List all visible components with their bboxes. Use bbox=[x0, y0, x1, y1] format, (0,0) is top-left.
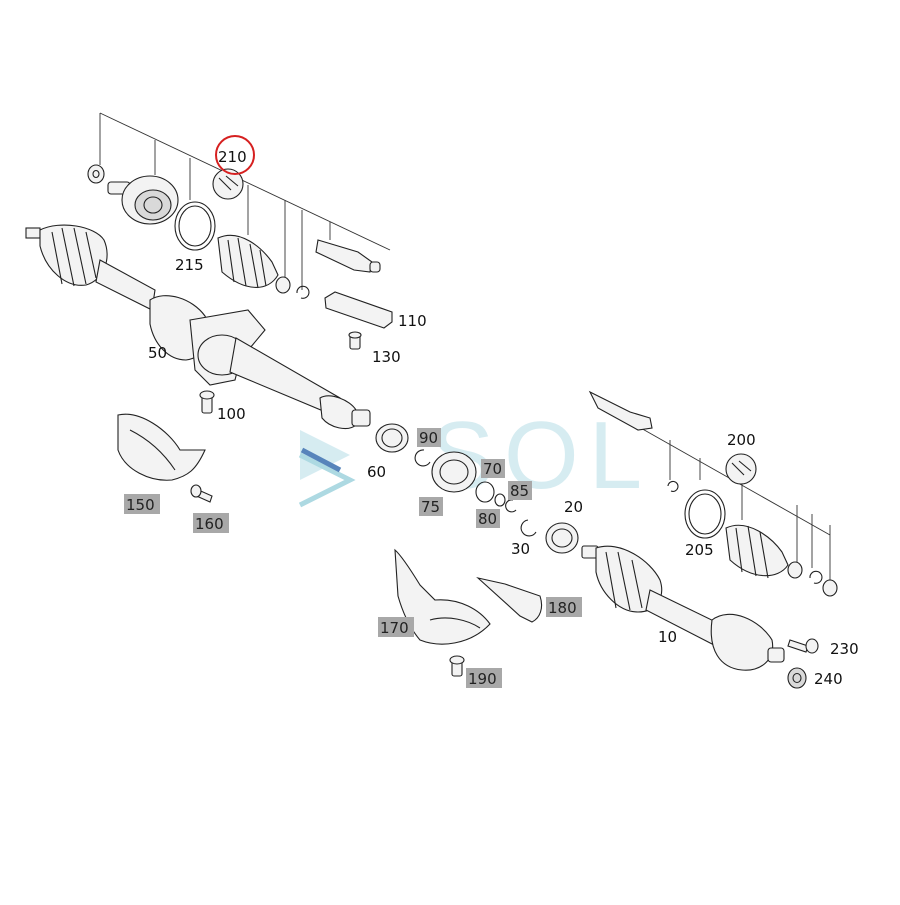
callout-50: 50 bbox=[148, 344, 167, 362]
callout-160: 160 bbox=[195, 515, 224, 533]
callout-80: 80 bbox=[478, 510, 497, 528]
small-clamp-part-right bbox=[787, 561, 838, 597]
bearing-part-75 bbox=[431, 451, 477, 493]
bolt-part-100 bbox=[199, 390, 215, 414]
callout-200: 200 bbox=[727, 431, 756, 449]
callout-190: 190 bbox=[468, 670, 497, 688]
callout-30: 30 bbox=[511, 540, 530, 558]
small-clip-part-right bbox=[667, 480, 679, 492]
clip-part-85 bbox=[505, 499, 517, 513]
seal-ring-part-20 bbox=[545, 522, 579, 554]
o-ring-part-80 bbox=[494, 493, 506, 507]
clamp-ring-part-205 bbox=[684, 489, 726, 539]
grease-tube-part bbox=[315, 239, 381, 273]
callout-labels: 210 215 110 130 50 100 90 60 70 85 75 80… bbox=[124, 148, 859, 688]
callout-90: 90 bbox=[419, 429, 438, 447]
snap-ring-part-30 bbox=[520, 519, 537, 537]
callout-150: 150 bbox=[126, 496, 155, 514]
callout-70: 70 bbox=[483, 460, 502, 478]
callout-205: 205 bbox=[685, 541, 714, 559]
callout-215: 215 bbox=[175, 256, 204, 274]
boot-part bbox=[217, 234, 279, 289]
bolt-part-130 bbox=[348, 331, 362, 350]
callout-240: 240 bbox=[814, 670, 843, 688]
callout-110: 110 bbox=[398, 312, 427, 330]
bolt-part-190 bbox=[449, 655, 465, 677]
snap-ring-part-90 bbox=[414, 449, 431, 467]
callout-170: 170 bbox=[380, 619, 409, 637]
callout-230: 230 bbox=[830, 640, 859, 658]
callout-20: 20 bbox=[564, 498, 583, 516]
right-drive-shaft-part bbox=[581, 545, 785, 671]
bolt-part-230 bbox=[787, 638, 819, 654]
inner-cv-joint-part bbox=[107, 175, 179, 225]
bracket-part-180 bbox=[476, 577, 543, 623]
seal-ring-part-60 bbox=[375, 423, 409, 453]
grease-tube-icon-210 bbox=[212, 168, 244, 200]
callout-85: 85 bbox=[510, 482, 529, 500]
boot-part-right bbox=[725, 524, 789, 579]
callout-180: 180 bbox=[548, 599, 577, 617]
o-ring-part-70 bbox=[475, 481, 495, 503]
bolt-part-160 bbox=[190, 484, 213, 503]
left-drive-shaft-part bbox=[25, 224, 371, 430]
small-clamp-part bbox=[275, 276, 310, 299]
callout-60: 60 bbox=[367, 463, 386, 481]
clamp-ring-part bbox=[174, 201, 216, 251]
bracket-part-110 bbox=[324, 291, 393, 329]
nut-part-240 bbox=[787, 667, 807, 689]
callout-210: 210 bbox=[218, 148, 247, 166]
callout-100: 100 bbox=[217, 405, 246, 423]
leader-bracket-top bbox=[99, 112, 391, 290]
watermark-logo-icon bbox=[298, 430, 356, 508]
callout-10: 10 bbox=[658, 628, 677, 646]
washer-part bbox=[87, 164, 105, 184]
grease-tube-part-right bbox=[588, 390, 653, 431]
callout-75: 75 bbox=[421, 498, 440, 516]
grease-tube-icon-200 bbox=[725, 453, 757, 485]
heat-shield-part-150 bbox=[117, 413, 206, 481]
highlight-circle-210 bbox=[215, 135, 255, 175]
callout-130: 130 bbox=[372, 348, 401, 366]
